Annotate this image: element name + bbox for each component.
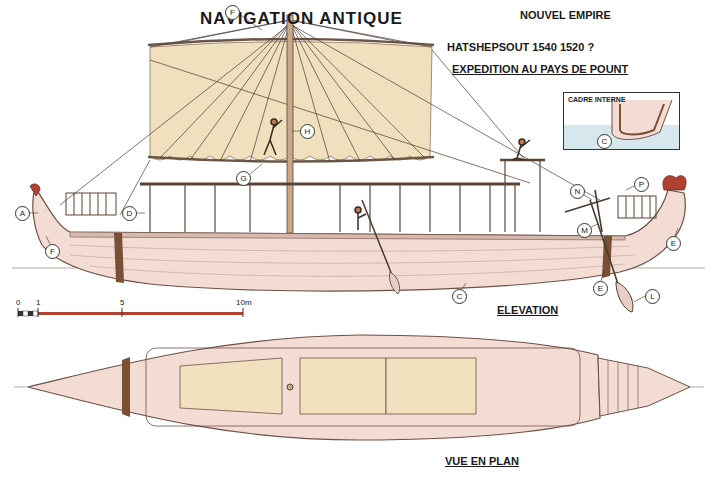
callout-letter: G <box>236 171 251 186</box>
deck-canopy <box>140 160 545 232</box>
hull-band <box>122 357 130 417</box>
view-title: ELEVATION <box>497 304 558 316</box>
oar-blade <box>616 282 633 312</box>
steering-oar <box>565 190 620 290</box>
inset-box: CADRE INTERNE <box>563 92 680 150</box>
railing <box>66 193 656 218</box>
callout-letter: N <box>570 184 585 199</box>
hull-planking <box>70 245 635 276</box>
hull <box>33 188 686 291</box>
mast <box>287 15 293 233</box>
prow-plan <box>598 358 690 416</box>
callout-letter: D <box>122 206 137 221</box>
deck-outline <box>146 348 580 426</box>
prow-ornament <box>663 176 686 190</box>
stern-ornament <box>30 184 40 196</box>
hatch <box>180 358 282 414</box>
hatch <box>300 358 386 414</box>
callout-letter: P <box>634 177 649 192</box>
callout-letter: F <box>225 5 240 20</box>
callout-letter: C <box>452 289 467 304</box>
callout-letter: H <box>300 124 315 139</box>
callout-letter: L <box>645 289 660 304</box>
callout-letter: M <box>577 223 592 238</box>
hull-plan <box>28 335 600 440</box>
view-title: VUE EN PLAN <box>445 455 519 467</box>
callout-letter: A <box>15 206 30 221</box>
scale-number: 5 <box>120 298 124 307</box>
hull-band <box>114 233 124 283</box>
oar <box>362 200 394 280</box>
mast-step <box>287 384 293 390</box>
callout-letter: F <box>45 244 60 259</box>
scale-number: 1 <box>36 298 40 307</box>
prow-slats <box>608 360 638 414</box>
callout-letter: C <box>597 134 612 149</box>
inset-frame-drawing <box>564 100 679 149</box>
scale-number: 0 <box>16 298 20 307</box>
subtitle: NOUVEL EMPIRE <box>520 9 611 21</box>
leader-line <box>29 14 678 302</box>
scale-bar <box>18 308 243 317</box>
date-line: HATSHEPSOUT 1540 1520 ? <box>447 41 594 53</box>
expedition-note: EXPEDITION AU PAYS DE POUNT <box>452 63 628 75</box>
callout-letter: E <box>666 236 681 251</box>
inset-title: CADRE INTERNE <box>564 93 679 106</box>
gunwale <box>70 232 625 240</box>
scale-number: 10m <box>236 298 252 307</box>
crew-figures <box>264 119 530 230</box>
rigging <box>60 20 600 215</box>
callout-letter: E <box>593 281 608 296</box>
oar-blade <box>389 272 399 294</box>
hatch <box>386 358 476 414</box>
